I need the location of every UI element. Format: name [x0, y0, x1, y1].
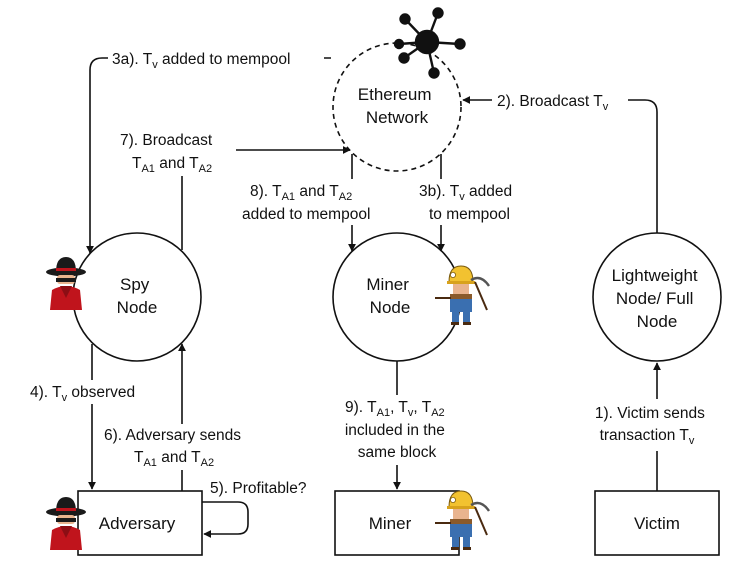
spy-icon [46, 497, 86, 550]
adversary-label: Adversary [99, 514, 176, 533]
miner-label: Miner [369, 514, 412, 533]
svg-text:8). TA1 and TA2 added to: 8). TA1 and TA2 added to mempool [242, 183, 370, 223]
edge-5-label: 5). Profitable? [210, 480, 307, 497]
svg-text:9). TA1, Tv, TA2 include: 9). TA1, Tv, TA2 included in the same bl… [345, 399, 449, 461]
spy-node-label-1: Spy [120, 275, 150, 294]
svg-text:Miner Node: Miner Node [366, 275, 413, 317]
edge-3b-label: 3b). Tv added to mempool [408, 179, 536, 225]
edge-4-label: 4). Tv observed [26, 380, 158, 404]
ethereum-network-node: Ethereum Network [332, 42, 462, 172]
edge-1-label: 1). Victim sends transaction Tv [582, 399, 722, 451]
spy-node: Spy Node [72, 232, 202, 362]
miner-node-label-1: Miner [366, 275, 409, 294]
edge-7-label: 7). Broadcast TA1 and TA2 [112, 128, 236, 176]
edge-5-arrow [202, 501, 249, 538]
svg-text:Spy Node: Spy Node [117, 275, 158, 317]
svg-text:6). Adversary sends TA1: 6). Adversary sends TA1 and TA2 [104, 427, 245, 469]
miner-node-label-2: Node [370, 298, 411, 317]
edge-3a-arrow [86, 57, 331, 254]
svg-text:2). Broadcast Tv: 2). Broadcast Tv [497, 93, 609, 113]
svg-text:3a). Tv added to mempool: 3a). Tv added to mempool [112, 51, 290, 71]
edge-9-label: 9). TA1, Tv, TA2 included in the same bl… [328, 395, 468, 465]
ethereum-label-1: Ethereum [358, 85, 432, 104]
ethereum-network-icon [393, 7, 466, 79]
svg-text:1). Victim sends transac: 1). Victim sends transaction Tv [595, 405, 709, 447]
svg-text:4). Tv observed: 4). Tv observed [30, 384, 135, 404]
victim-label: Victim [634, 514, 680, 533]
edge-8-label: 8). TA1 and TA2 added to mempool [238, 179, 386, 225]
lightweight-label-2: Node/ Full [616, 289, 693, 308]
edge-2-label: 2). Broadcast Tv [492, 88, 628, 113]
lightweight-node: Lightweight Node/ Full Node [592, 232, 722, 362]
svg-text:5). Profitable?: 5). Profitable? [210, 480, 307, 497]
miner-icon [435, 490, 490, 550]
spy-node-label-2: Node [117, 298, 158, 317]
svg-text:3b). Tv added to mempool: 3b). Tv added to mempool [419, 183, 516, 223]
miner-icon [435, 265, 490, 325]
victim-box: Victim [594, 490, 720, 556]
lightweight-label-1: Lightweight [612, 266, 698, 285]
ethereum-label-2: Network [366, 108, 429, 127]
adversary-box: Adversary [77, 490, 203, 556]
edge-6-label: 6). Adversary sends TA1 and TA2 [100, 424, 266, 470]
edge-2-arrow [462, 96, 658, 233]
svg-text:7). Broadcast TA1 and TA: 7). Broadcast TA1 and TA2 [120, 132, 217, 175]
svg-text:Ethereum Network: Ethereum Network [358, 85, 436, 127]
svg-text:Lightweight Node/ Full: Lightweight Node/ Full Node [612, 266, 703, 331]
lightweight-label-3: Node [637, 312, 678, 331]
spy-icon [46, 257, 86, 310]
edge-3a-label: 3a). Tv added to mempool [108, 46, 324, 71]
